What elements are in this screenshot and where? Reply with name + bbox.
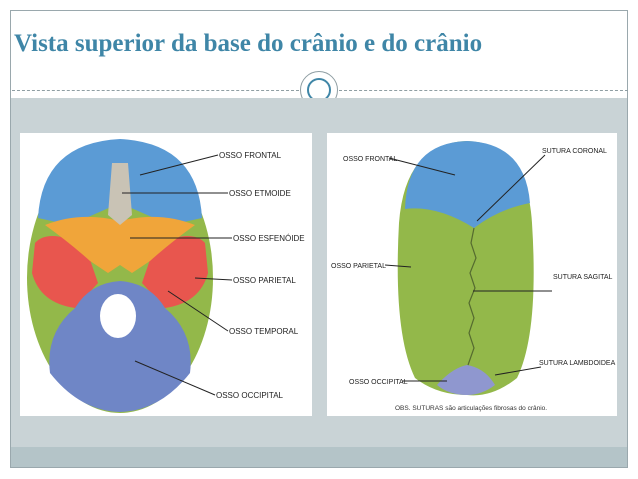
label-right-osso-parietal: OSSO PARIETAL: [331, 263, 386, 270]
temporal-left: [32, 235, 98, 308]
divider-right: [339, 90, 628, 91]
leader-right-parietal: [384, 264, 412, 268]
sutures-note: OBS. SUTURAS são articulações fibrosas d…: [395, 405, 547, 412]
divider-left: [12, 90, 299, 91]
label-osso-esfenoide: OSSO ESFENÓIDE: [233, 234, 305, 243]
sphenoid-region: [45, 216, 195, 273]
skull-top-illustration: OSSO FRONTAL SUTURA CORONAL OSSO PARIETA…: [331, 141, 616, 412]
leader-parietal: [194, 277, 233, 281]
occipital-region: [49, 281, 191, 412]
temporal-right: [142, 235, 208, 308]
leader-occipital: [134, 360, 216, 396]
label-sutura-lambdoidea: SUTURA LAMBDOIDEA: [539, 360, 616, 367]
label-right-osso-occipital: OSSO OCCIPITAL: [349, 379, 408, 386]
skull-top-diagram: OSSO FRONTAL SUTURA CORONAL OSSO PARIETA…: [327, 133, 617, 416]
leader-temporal: [167, 290, 229, 332]
label-sutura-sagital: SUTURA SAGITAL: [553, 274, 612, 281]
ethmoid-region: [108, 163, 132, 225]
leader-coronal: [476, 154, 546, 222]
label-osso-temporal: OSSO TEMPORAL: [229, 327, 299, 336]
label-osso-frontal: OSSO FRONTAL: [219, 151, 282, 160]
label-sutura-coronal: SUTURA CORONAL: [542, 148, 607, 155]
leader-lambdoidea: [494, 366, 542, 376]
frontal-bone: [405, 141, 530, 228]
label-osso-etmoide: OSSO ETMOIDE: [229, 189, 291, 198]
label-right-osso-frontal: OSSO FRONTAL: [343, 156, 397, 163]
skull-base-diagram: OSSO FRONTAL OSSO ETMOIDE OSSO ESFENÓIDE…: [20, 133, 312, 416]
slide-title: Vista superior da base do crânio e do cr…: [14, 30, 483, 57]
label-osso-occipital: OSSO OCCIPITAL: [216, 391, 284, 400]
bottom-band: [11, 447, 627, 467]
label-osso-parietal: OSSO PARIETAL: [233, 276, 296, 285]
leader-right-frontal: [388, 157, 456, 176]
skull-base-illustration: OSSO FRONTAL OSSO ETMOIDE OSSO ESFENÓIDE…: [27, 139, 305, 413]
occipital-bone: [437, 365, 495, 395]
foramen-magnum: [100, 294, 136, 338]
sagittal-suture-line: [467, 227, 477, 366]
leader-frontal: [139, 154, 219, 176]
